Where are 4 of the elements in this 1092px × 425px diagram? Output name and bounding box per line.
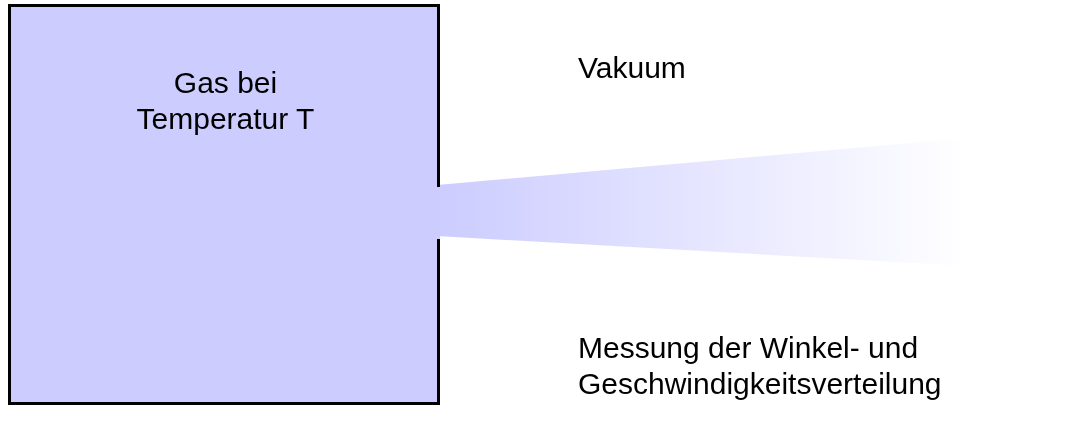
note-text: Messung der Winkel- und Geschwindigkeitsverteilung — [578, 330, 943, 402]
note-text: Vakuum — [578, 50, 686, 86]
gas-container — [8, 4, 440, 405]
container-label: Gas bei Temperatur T — [135, 65, 316, 137]
